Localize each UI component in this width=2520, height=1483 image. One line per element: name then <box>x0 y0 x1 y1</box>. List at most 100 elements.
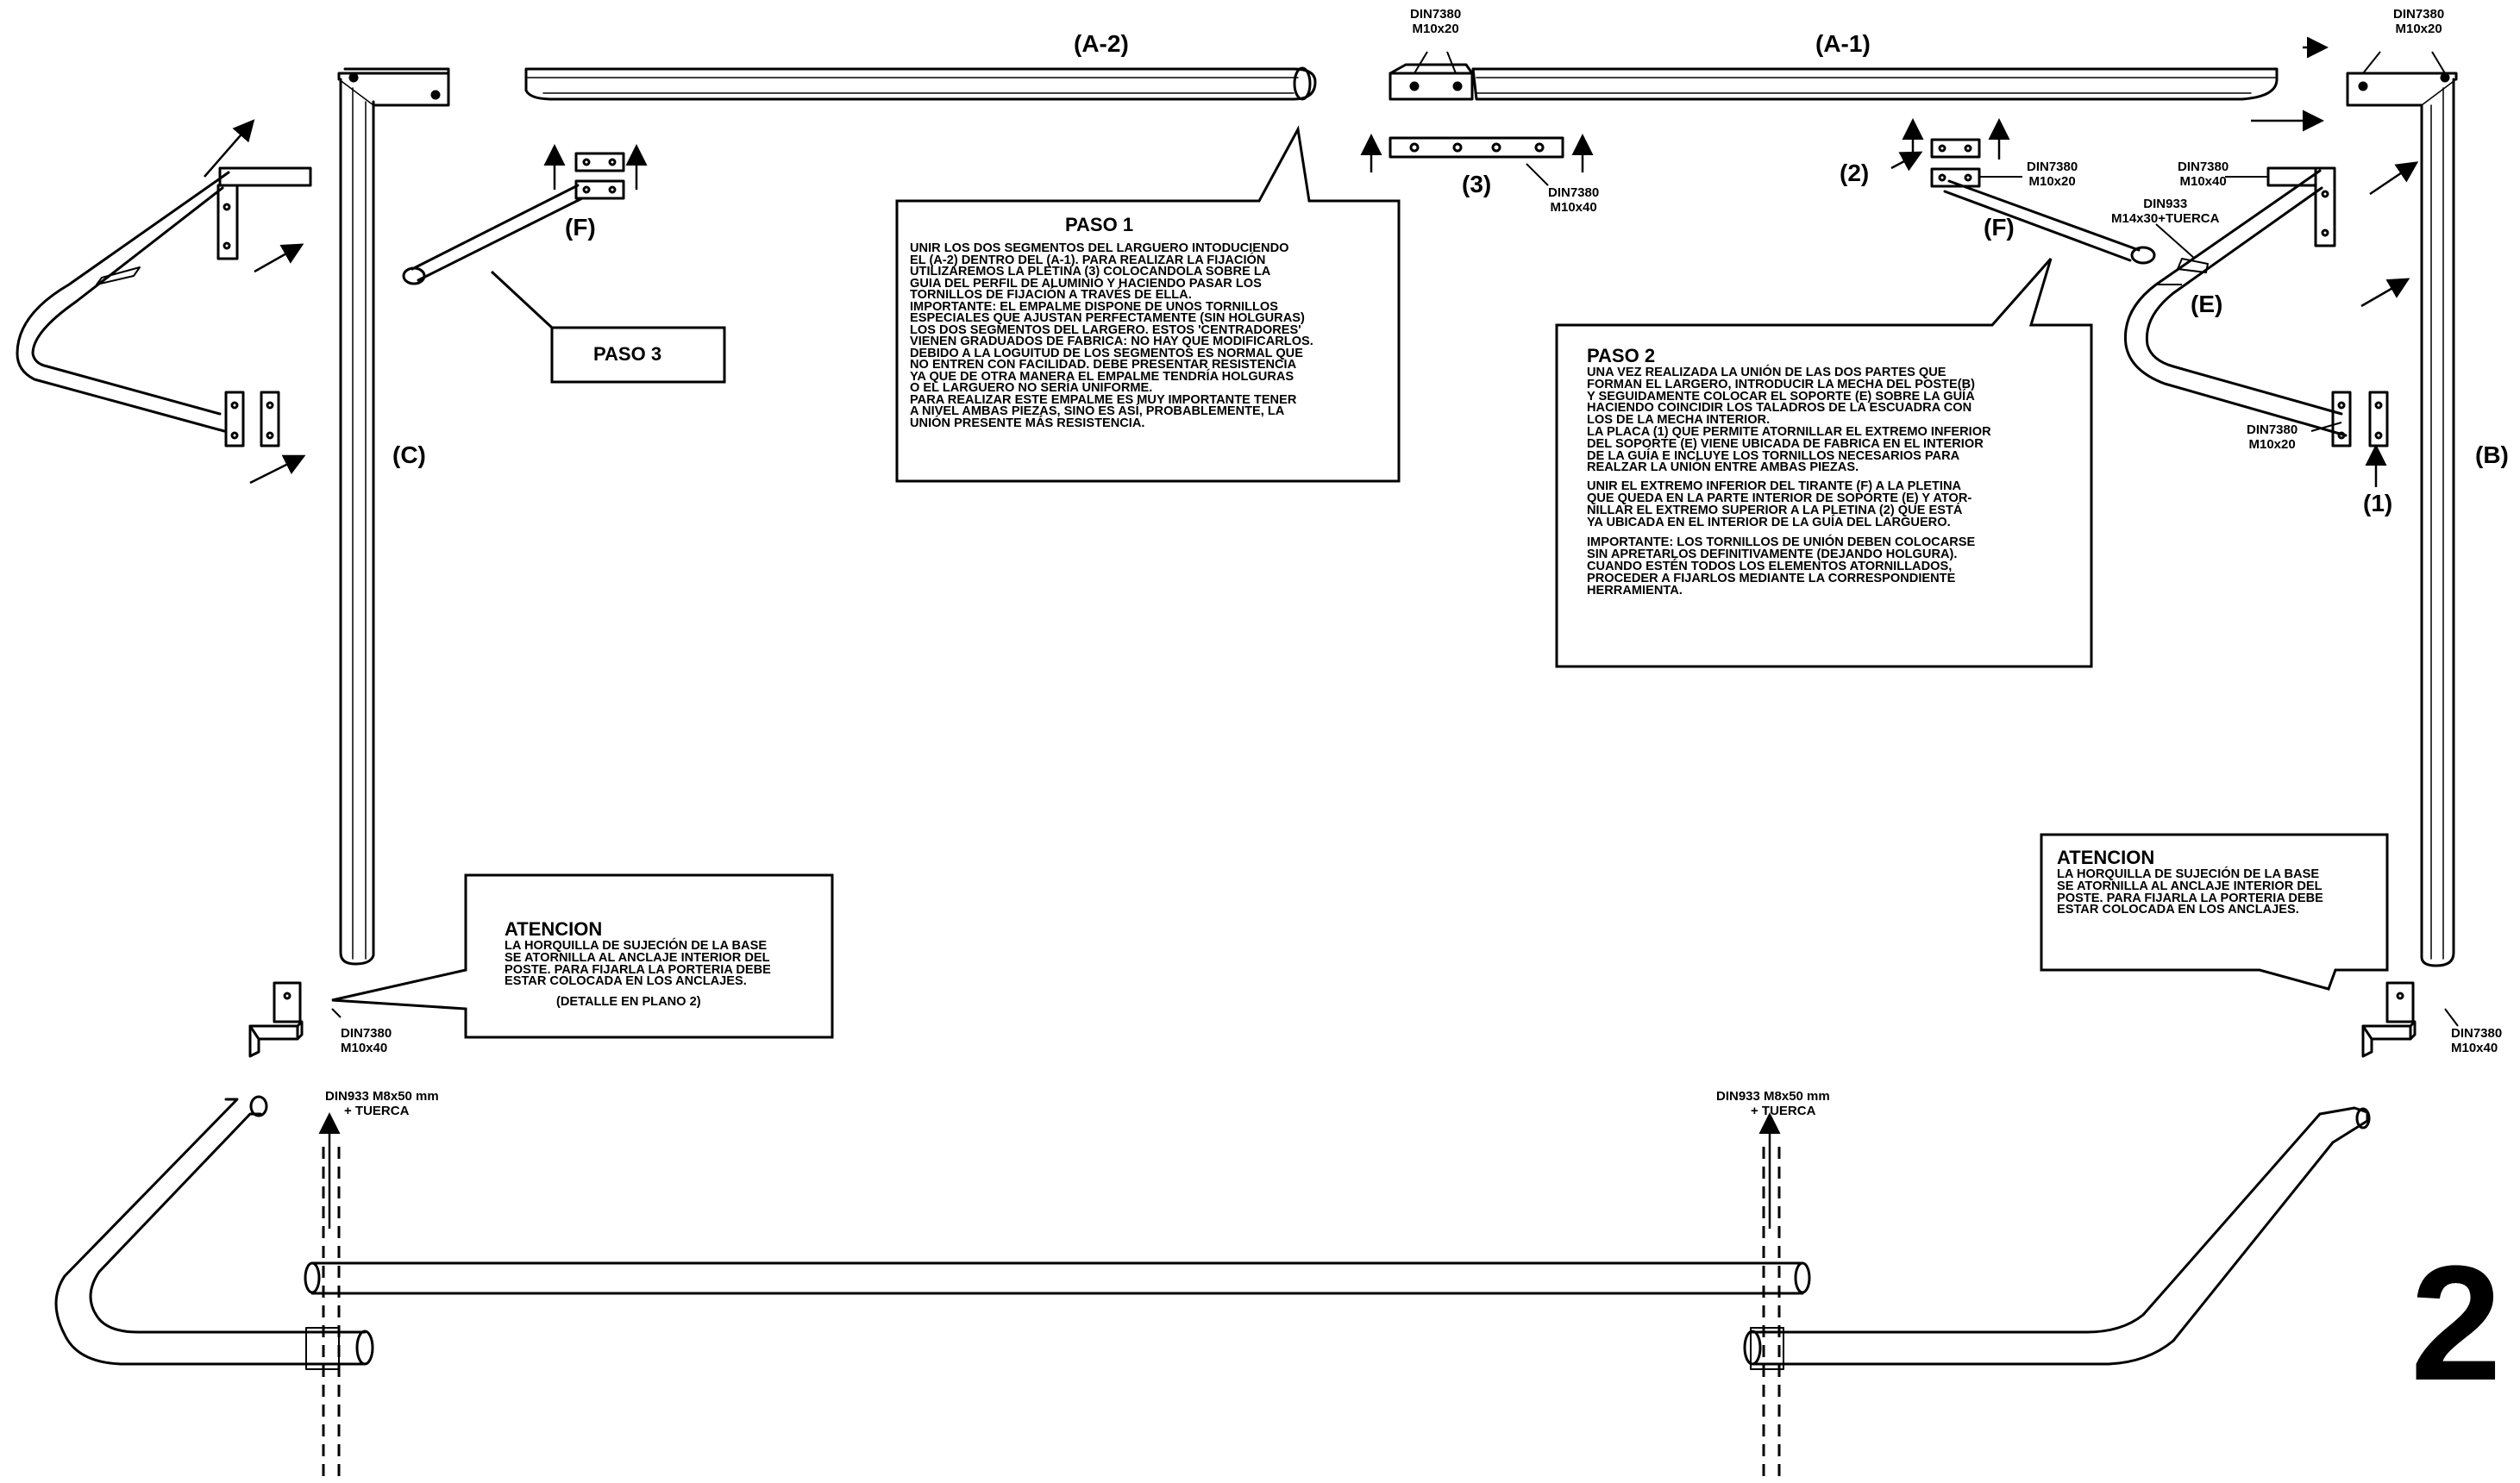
paso2-a-line: LA PLACA (1) QUE PERMITE ATORNILLAR EL E… <box>1587 424 1991 439</box>
paso1-line: GUIA DEL PERFIL DE ALUMINIO Y HACIENDO P… <box>910 276 1262 291</box>
atencion-left-title: ATENCION <box>505 918 603 940</box>
paso2-a-line: DEL SOPORTE (E) VIENE UBICADA DE FABRICA… <box>1587 436 1984 451</box>
paso1-line: ESPECIALES QUE AJUSTAN PERFECTAMENTE (SI… <box>910 311 1305 325</box>
paso2-a-line: FORMAN EL LARGERO, INTRODUCIR LA MECHA D… <box>1587 377 1975 391</box>
label-a1: (A-1) <box>1815 30 1871 57</box>
post-c <box>337 67 450 966</box>
hw-bracket2: DIN7380 M10x20 <box>2027 160 2078 189</box>
hw-base-right: DIN7380 M10x40 <box>2451 1026 2502 1055</box>
paso1-text: UNIR LOS DOS SEGMENTOS DEL LARGUERO INTO… <box>910 241 1393 430</box>
post-b <box>2346 72 2458 967</box>
hw-top-left-din: DIN7380 <box>1410 7 1462 22</box>
label-e: (E) <box>2191 291 2223 317</box>
paso2-b-line: YA UBICADA EN EL INTERIOR DE LA GUÍA DEL… <box>1587 515 1951 529</box>
paso2-a-line: UNA VEZ REALIZADA LA UNIÓN DE LAS DOS PA… <box>1587 366 1946 379</box>
paso2-b-line: UNIR EL EXTREMO INFERIOR DEL TIRANTE (F)… <box>1587 479 1962 494</box>
hw-plate3-size: M10x40 <box>1550 200 1597 215</box>
hw-bolt-left-line2: + TUERCA <box>344 1104 410 1118</box>
paso2-c-line: SIN APRETARLOS DEFINITIVAMENTE (DEJANDO … <box>1587 548 1958 562</box>
tie-rod-f-right <box>1943 179 2156 265</box>
paso2-b-line: QUE QUEDA EN LA PARTE INTERIOR DE SOPORT… <box>1587 491 1972 505</box>
arrows <box>204 36 2419 1229</box>
paso1-line: IMPORTANTE: EL EMPALME DISPONE DE UNOS T… <box>910 299 1279 314</box>
hw-base-right-din: DIN7380 <box>2451 1026 2503 1041</box>
paso1-line: DEBIDO A LA LOGUITUD DE LOS SEGMENTOS ES… <box>910 346 1303 360</box>
bracket-2 <box>1930 138 1981 188</box>
hw-bolt-right-line2: + TUERCA <box>1751 1104 1816 1118</box>
paso2-c-line: CUANDO ESTÉN TODOS LOS ELEMENTOS ATORNIL… <box>1587 559 1953 573</box>
paso2-title: PASO 2 <box>1587 345 1656 366</box>
splice-connector <box>1389 63 1474 101</box>
hw-support-top: DIN7380 M10x40 <box>2178 160 2229 189</box>
base-anchor-right <box>2361 981 2417 1058</box>
atencion-left-line: POSTE. PARA FIJARLA LA PORTERIA DEBE <box>505 962 771 977</box>
label-f-right: (F) <box>1984 214 2015 241</box>
hw-support-top-din: DIN7380 <box>2178 160 2229 174</box>
atencion-left-callout: ATENCION LA HORQUILLA DE SUJECIÓN DE LA … <box>505 918 832 1009</box>
hw-bolt-left: DIN933 M8x50 mm + TUERCA <box>325 1089 439 1118</box>
label-3: (3) <box>1462 171 1492 197</box>
hw-bolt-right-line1: DIN933 M8x50 mm <box>1716 1089 1830 1104</box>
paso2-a-line: Y SEGUIDAMENTE COLOCAR EL SOPORTE (E) SO… <box>1587 389 1975 404</box>
atencion-left-line: ESTAR COLOCADA EN LOS ANCLAJES. <box>505 974 747 989</box>
hw-plate3-din: DIN7380 <box>1548 185 1600 200</box>
hw-support-mid: DIN933 M14x30+TUERCA <box>2111 197 2219 226</box>
hw-support-top-size: M10x40 <box>2179 174 2227 189</box>
paso2-c-line: PROCEDER A FIJARLOS MEDIANTE LA CORRESPO… <box>1587 571 1956 585</box>
hw-bolt-right: DIN933 M8x50 mm + TUERCA <box>1716 1089 1830 1118</box>
hw-plate1-din: DIN7380 <box>2247 422 2298 437</box>
paso2-a-line: REALZAR LA UNIÓN ENTRE AMBAS PIEZAS. <box>1587 460 1859 475</box>
paso1-title: PASO 1 <box>1065 214 1134 235</box>
paso2-b-line: NILLAR EL EXTREMO SUPERIOR A LA PLETINA … <box>1587 503 1963 517</box>
hw-top-right-size: M10x20 <box>2395 22 2442 36</box>
paso2-a-line: DE LA GUÍA E INCLUYE LOS TORNILLOS NECES… <box>1587 448 1960 463</box>
paso2-a-line: HACIENDO COINCIDIR LOS TALADROS DE LA ES… <box>1587 401 1972 416</box>
paso3-label: PASO 3 <box>593 343 662 365</box>
bolt-lines <box>322 1147 1781 1483</box>
hw-top-left-size: M10x20 <box>1412 22 1459 36</box>
label-f-left: (F) <box>565 214 596 241</box>
atencion-right-line: SE ATORNILLA AL ANCLAJE INTERIOR DEL <box>2057 879 2323 893</box>
paso2-callout: PASO 2 UNA VEZ REALIZADA LA UNIÓN DE LAS… <box>1587 345 2083 597</box>
atencion-right-callout: ATENCION LA HORQUILLA DE SUJECIÓN DE LA … <box>2057 847 2385 917</box>
paso1-line: TORNILLOS DE FIJACIÓN A TRAVÉS DE ELLA. <box>910 288 1192 302</box>
paso2-text-a: UNA VEZ REALIZADA LA UNIÓN DE LAS DOS PA… <box>1587 366 2083 475</box>
label-b: (B) <box>2475 441 2509 468</box>
paso1-line: UNIÓN PRESENTE MÁS RESISTENCIA. <box>910 416 1145 430</box>
hw-plate1-size: M10x20 <box>2248 437 2296 452</box>
paso1-line: EL (A-2) DENTRO DEL (A-1). PARA REALIZAR… <box>910 253 1266 267</box>
plate-3 <box>1389 136 1564 159</box>
paso1-line: VIENEN GRADUADOS DE FABRICA: NO HAY QUE … <box>910 335 1313 348</box>
paso1-line: UNIR LOS DOS SEGMENTOS DEL LARGUERO INTO… <box>910 241 1289 255</box>
atencion-left-line: LA HORQUILLA DE SUJECIÓN DE LA BASE <box>505 939 768 953</box>
hw-base-left-din: DIN7380 <box>341 1026 392 1041</box>
atencion-right-line: ESTAR COLOCADA EN LOS ANCLAJES. <box>2057 903 2299 917</box>
atencion-left-note: (DETALLE EN PLANO 2) <box>556 995 701 1010</box>
callout-shapes <box>331 125 2389 1039</box>
hw-support-mid-size: M14x30+TUERCA <box>2111 211 2220 226</box>
hw-base-left: DIN7380 M10x40 <box>341 1026 392 1055</box>
hw-bolt-left-line1: DIN933 M8x50 mm <box>325 1089 439 1104</box>
paso1-callout: PASO 1 UNIR LOS DOS SEGMENTOS DEL LARGUE… <box>910 214 1393 429</box>
hw-top-right-din: DIN7380 <box>2393 7 2445 22</box>
leader-lines <box>331 51 2459 1027</box>
atencion-right-title: ATENCION <box>2057 847 2155 868</box>
paso2-c-line: HERRAMIENTA. <box>1587 583 1683 598</box>
hw-support-mid-din: DIN933 <box>2143 197 2188 211</box>
base-crossbar <box>304 1261 1811 1295</box>
page-number: 2 <box>2410 1232 2502 1415</box>
crossbar-a1 <box>1471 67 2279 101</box>
label-1: (1) <box>2363 490 2393 516</box>
hw-base-left-size: M10x40 <box>341 1041 388 1055</box>
paso1-line: A NIVEL AMBAS PIEZAS, SINO ES ASÍ, PROBA… <box>910 404 1285 418</box>
hw-top-left: DIN7380 M10x20 <box>1410 7 1461 36</box>
hw-plate3: DIN7380 M10x40 <box>1548 185 1599 215</box>
atencion-right-line: LA HORQUILLA DE SUJECIÓN DE LA BASE <box>2057 867 2320 881</box>
hw-top-right: DIN7380 M10x20 <box>2393 7 2444 36</box>
label-a2: (A-2) <box>1074 30 1129 57</box>
left-side-support <box>16 166 312 447</box>
base-anchor-left <box>248 981 304 1058</box>
